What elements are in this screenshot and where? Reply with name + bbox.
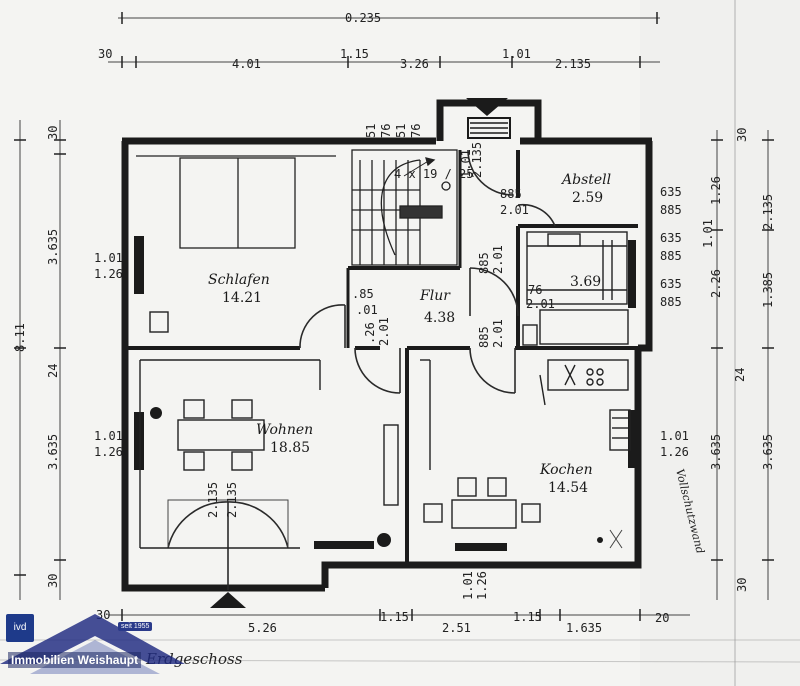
dim-left-2: 24 bbox=[46, 364, 60, 378]
flur-dim-3: 2.01 bbox=[491, 319, 505, 348]
living-furniture bbox=[139, 311, 399, 549]
side-dim-0: 635 bbox=[660, 185, 682, 199]
dim-left-total: 8.11 bbox=[13, 323, 27, 352]
dim-right-outer-1: 1.26 bbox=[709, 176, 723, 205]
room-abstell-area: 2.59 bbox=[572, 190, 603, 206]
door-top-dim-0: 1.01 bbox=[459, 149, 473, 178]
room-bad-area: 3.69 bbox=[570, 274, 601, 290]
kitchen-fixtures bbox=[420, 359, 631, 529]
french-door-dim-1: 2.135 bbox=[225, 482, 239, 518]
dim-right-outer-2: 2.135 bbox=[761, 194, 775, 230]
stair-dim-1: 76 bbox=[379, 124, 393, 138]
door-small-3: 2.01 bbox=[377, 317, 391, 346]
brand-since: seit 1955 bbox=[118, 622, 153, 631]
dim-bottom-5: 1.635 bbox=[566, 621, 602, 635]
dim-left-4: 30 bbox=[46, 574, 60, 588]
bedroom-furniture bbox=[136, 155, 336, 249]
bad-dim-1: 2.01 bbox=[526, 297, 555, 311]
abstell-dim-1: 2.01 bbox=[500, 203, 529, 217]
dim-right-inner-0: 2.26 bbox=[709, 269, 723, 298]
side-dim-1: 885 bbox=[660, 203, 682, 217]
stair-dim-3: 76 bbox=[409, 124, 423, 138]
door-small-0: .85 bbox=[352, 287, 374, 301]
door-top-dim-1: 2.135 bbox=[470, 142, 484, 178]
dim-left-3: 3.635 bbox=[46, 434, 60, 470]
window-left-upper-1: 1.26 bbox=[94, 267, 123, 281]
dim-bottom-6: 20 bbox=[655, 611, 669, 625]
room-schlafen-name: Schlafen bbox=[208, 272, 270, 288]
stair-dim-0: 51 bbox=[364, 124, 378, 138]
flur-dim-1: 2.01 bbox=[491, 245, 505, 274]
windows bbox=[134, 98, 636, 608]
room-wohnen-area: 18.85 bbox=[270, 440, 310, 456]
abstell-dim-0: 885 bbox=[500, 187, 522, 201]
window-bottom-1: 1.26 bbox=[475, 571, 489, 600]
dim-top-0: 30 bbox=[98, 47, 112, 61]
french-door-dim-0: 2.135 bbox=[206, 482, 220, 518]
side-dim-2: 635 bbox=[660, 231, 682, 245]
exterior-walls bbox=[121, 99, 653, 592]
window-right-lower-1: 1.26 bbox=[660, 445, 689, 459]
window-left-lower-0: 1.01 bbox=[94, 429, 123, 443]
plant-icon bbox=[150, 407, 603, 547]
dim-right-outer-3: 24 bbox=[733, 368, 747, 382]
dim-right-inner-1: 1.385 bbox=[761, 272, 775, 308]
dim-bottom-2: 1.15 bbox=[380, 610, 409, 624]
room-kochen-name: Kochen bbox=[539, 462, 593, 478]
window-left-lower-1: 1.26 bbox=[94, 445, 123, 459]
dim-top-4: 1.01 bbox=[502, 47, 531, 61]
room-flur-area: 4.38 bbox=[424, 310, 455, 326]
stair-note: 4 x 19 / 25 bbox=[394, 167, 473, 181]
dim-right-outer-4: 3.635 bbox=[761, 434, 775, 470]
staircase bbox=[351, 149, 458, 266]
stair-dim-2: 51 bbox=[394, 124, 408, 138]
door-small-2: .26 bbox=[363, 322, 377, 344]
dim-right-outer-5: 30 bbox=[735, 578, 749, 592]
side-dim-5: 885 bbox=[660, 295, 682, 309]
dim-left-0: 30 bbox=[46, 126, 60, 140]
ivd-badge: ivd bbox=[6, 614, 34, 642]
side-dim-4: 635 bbox=[660, 277, 682, 291]
room-flur-name: Flur bbox=[419, 288, 451, 304]
room-schlafen-area: 14.21 bbox=[222, 290, 262, 306]
brand-name: Immobilien Weishaupt bbox=[8, 652, 142, 668]
dim-top-total: 0.235 bbox=[345, 11, 381, 25]
dim-left-1: 3.635 bbox=[46, 229, 60, 265]
flur-dim-0: 885 bbox=[477, 252, 491, 274]
room-kochen-area: 14.54 bbox=[548, 480, 588, 496]
bad-dim-0: 76 bbox=[528, 283, 542, 297]
dimension-lines bbox=[14, 12, 774, 621]
window-right-lower-0: 1.01 bbox=[660, 429, 689, 443]
dim-top-5: 2.135 bbox=[555, 57, 591, 71]
dim-bottom-3: 2.51 bbox=[442, 621, 471, 635]
dim-right-outer-0: 30 bbox=[735, 128, 749, 142]
dim-top-1: 4.01 bbox=[232, 57, 261, 71]
dim-right-inner-2: 3.635 bbox=[709, 434, 723, 470]
dim-bottom-1: 5.26 bbox=[248, 621, 277, 635]
dim-top-3: 3.26 bbox=[400, 57, 429, 71]
bathroom-fixtures bbox=[522, 231, 629, 346]
dim-right-inner-3: 1.01 bbox=[701, 219, 715, 248]
dim-bottom-4: 1.15 bbox=[513, 610, 542, 624]
window-left-upper-0: 1.01 bbox=[94, 251, 123, 265]
window-bottom-0: 1.01 bbox=[461, 571, 475, 600]
dim-top-2: 1.15 bbox=[340, 47, 369, 61]
room-abstell-name: Abstell bbox=[560, 172, 611, 188]
side-dim-3: 885 bbox=[660, 249, 682, 263]
room-wohnen-name: Wohnen bbox=[256, 422, 313, 438]
interior-walls bbox=[125, 150, 638, 565]
door-small-1: .01 bbox=[356, 303, 378, 317]
flur-dim-2: 885 bbox=[477, 326, 491, 348]
